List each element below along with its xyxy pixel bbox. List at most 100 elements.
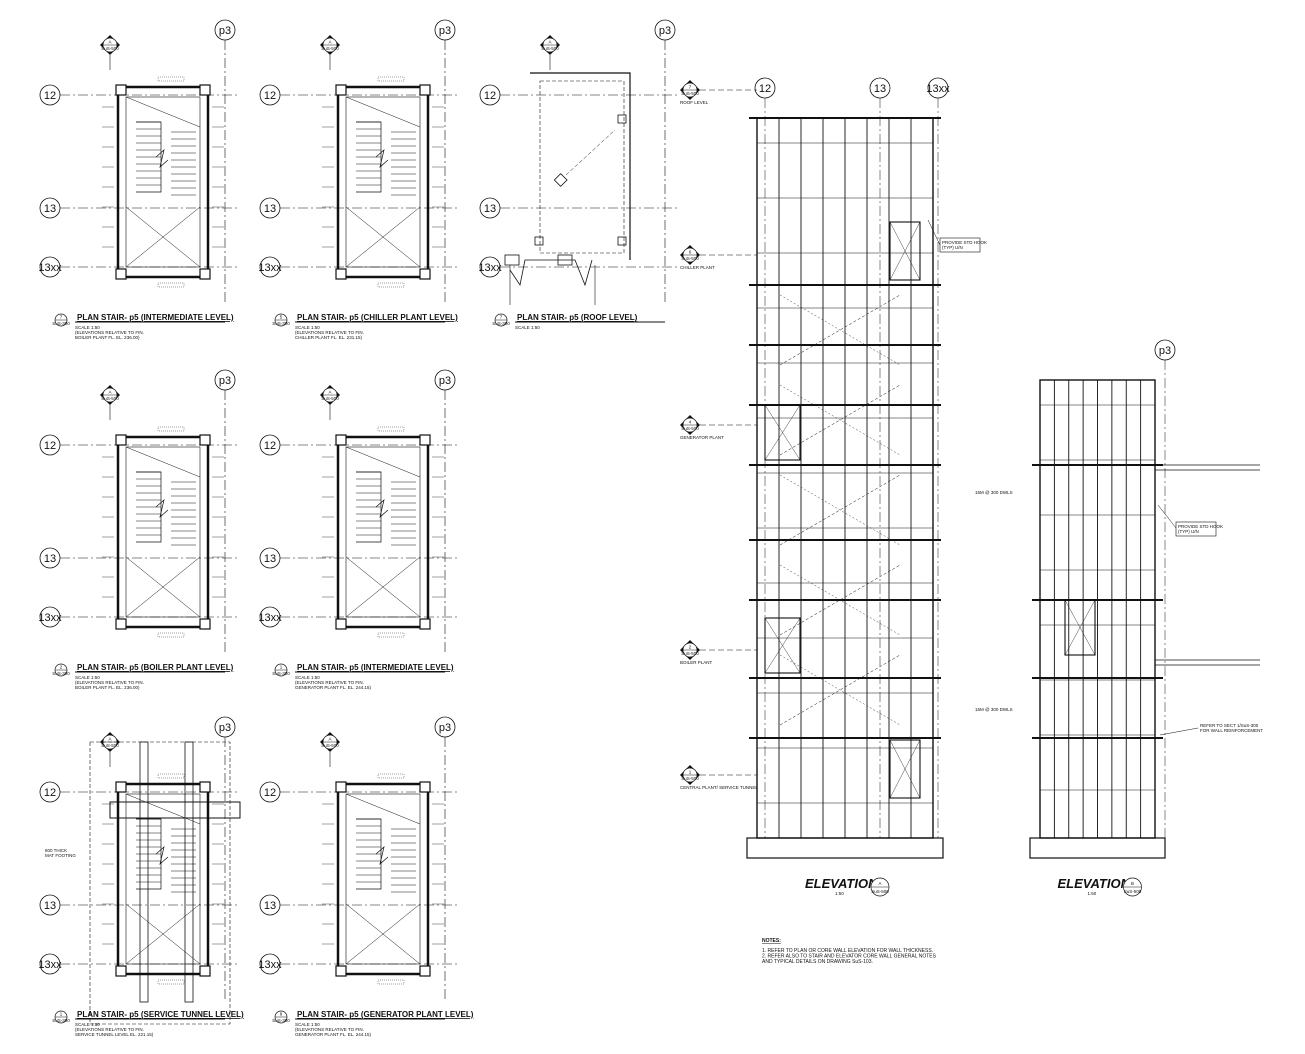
grid-bubble-13: 13	[259, 197, 281, 219]
core-wall	[116, 85, 210, 279]
svg-text:A: A	[108, 737, 111, 742]
level-label: CENTRAL PLANT/ SERVICE TUNNEL	[680, 785, 758, 790]
title-ref-sheet: SuS-300	[492, 321, 510, 326]
plan-note: BOILER PLANT FL. EL. 236.00)	[75, 685, 140, 690]
plan-note: BOILER PLANT FL. EL. 236.00)	[75, 335, 140, 340]
hook-callout-text: PROVIDE STD HOOK	[1178, 524, 1223, 529]
grid-bubble-12: 12	[39, 781, 61, 803]
plan-title: PLAN STAIR- p5 (BOILER PLANT LEVEL)	[77, 663, 234, 672]
grid-bubble-13xx: 13xx	[38, 256, 62, 278]
grid-bubble-12: 12	[259, 84, 281, 106]
plan-note: (ELEVATIONS RELATIVE TO FIN.	[75, 1027, 144, 1032]
grid-bubble-p3: p3	[214, 369, 236, 391]
svg-text:A: A	[328, 390, 331, 395]
elevation-ref-letter: B	[1131, 881, 1134, 886]
elevation-scale: 1:50	[1088, 891, 1097, 896]
plan-note: SCALE 1:50	[75, 675, 100, 680]
grid-bubble-13: 13	[39, 197, 61, 219]
grid-bubble-12: 12	[259, 434, 281, 456]
grid-bubble-p3: p3	[434, 716, 456, 738]
plan-title: PLAN STAIR- p5 (SERVICE TUNNEL LEVEL)	[77, 1010, 244, 1019]
grid-bubble-13: 13	[869, 77, 891, 99]
title-ref-sheet: SuS-300	[272, 1018, 290, 1023]
hook-callout: PROVIDE STD HOOK(TYP) U/N	[927, 219, 987, 253]
elevation-scale: 1:50	[835, 891, 844, 896]
svg-text:13: 13	[264, 900, 276, 912]
svg-text:13xx: 13xx	[258, 959, 282, 971]
elevation-ref-sheet: SuS-500	[871, 889, 889, 894]
svg-text:13: 13	[264, 203, 276, 215]
grid-bubble-p3: p3	[214, 19, 236, 41]
title-ref-number: 7	[60, 315, 63, 320]
plan-title: PLAN STAIR- p5 (INTERMEDIATE LEVEL)	[77, 313, 234, 322]
svg-text:12: 12	[44, 440, 56, 452]
svg-text:p3: p3	[1159, 345, 1171, 357]
title-ref-number: 5	[280, 315, 283, 320]
title-ref-sheet: SuS-300	[52, 321, 70, 326]
core-wall	[336, 435, 430, 629]
svg-text:p3: p3	[219, 722, 231, 734]
plan-title: PLAN STAIR- p5 (INTERMEDIATE LEVEL)	[297, 663, 454, 672]
title-ref-sheet: SuS-300	[52, 1018, 70, 1023]
grid-bubble-13: 13	[39, 894, 61, 916]
grid-bubble-13: 13	[39, 547, 61, 569]
svg-text:13: 13	[44, 203, 56, 215]
svg-text:p3: p3	[219, 25, 231, 37]
hook-callout-text: (TYP) U/N	[942, 245, 963, 250]
dowels-callout-text: FOR WALL REINFORCEMENT	[1200, 728, 1263, 733]
title-ref-number: 7	[500, 315, 503, 320]
grid-bubble-p3: p3	[214, 716, 236, 738]
plan-note: SCALE 1:50	[75, 325, 100, 330]
plan-note: (ELEVATIONS RELATIVE TO FIN.	[295, 1027, 364, 1032]
plan-note: (ELEVATIONS RELATIVE TO FIN.	[75, 680, 144, 685]
dowels-callout-text: REFER TO SECT 1/SuS-300	[1200, 723, 1259, 728]
core-wall	[116, 435, 210, 629]
grid-bubble-12: 12	[479, 84, 501, 106]
svg-text:SuS-500: SuS-500	[101, 743, 119, 748]
hook-callout-text: PROVIDE STD HOOK	[942, 240, 987, 245]
level-label: ROOF LEVEL	[680, 100, 709, 105]
svg-text:13xx: 13xx	[258, 612, 282, 624]
svg-text:p3: p3	[439, 375, 451, 387]
plan-note: (ELEVATIONS RELATIVE TO FIN.	[295, 330, 364, 335]
svg-text:A: A	[548, 40, 551, 45]
elevation-title: ELEVATION	[805, 876, 878, 891]
svg-text:13xx: 13xx	[926, 83, 950, 95]
plan-note: (ELEVATIONS RELATIVE TO FIN.	[295, 680, 364, 685]
grid-bubble-12: 12	[39, 84, 61, 106]
grid-bubble-13xx: 13xx	[38, 953, 62, 975]
svg-text:13: 13	[874, 83, 886, 95]
plan-note: SCALE 1:50	[515, 325, 540, 330]
svg-text:SuS-500: SuS-500	[681, 776, 699, 781]
grid-bubble-12: 12	[39, 434, 61, 456]
wall-opening	[1064, 599, 1096, 656]
footing	[746, 837, 944, 859]
plan-title: PLAN STAIR- p5 (ROOF LEVEL)	[517, 313, 638, 322]
svg-text:A: A	[108, 390, 111, 395]
grid-bubble-13xx: 13xx	[258, 256, 282, 278]
grid-bubble-12: 12	[754, 77, 776, 99]
plan-note: SCALE 1:50	[75, 1022, 100, 1027]
svg-text:13xx: 13xx	[38, 612, 62, 624]
grid-bubble-12: 12	[259, 781, 281, 803]
svg-text:13: 13	[44, 553, 56, 565]
svg-text:A: A	[108, 40, 111, 45]
level-label: CHILLER PLANT	[680, 265, 715, 270]
svg-text:SuS-500: SuS-500	[321, 743, 339, 748]
title-ref-number: 1	[60, 1012, 63, 1017]
svg-text:SuS-500: SuS-500	[321, 396, 339, 401]
